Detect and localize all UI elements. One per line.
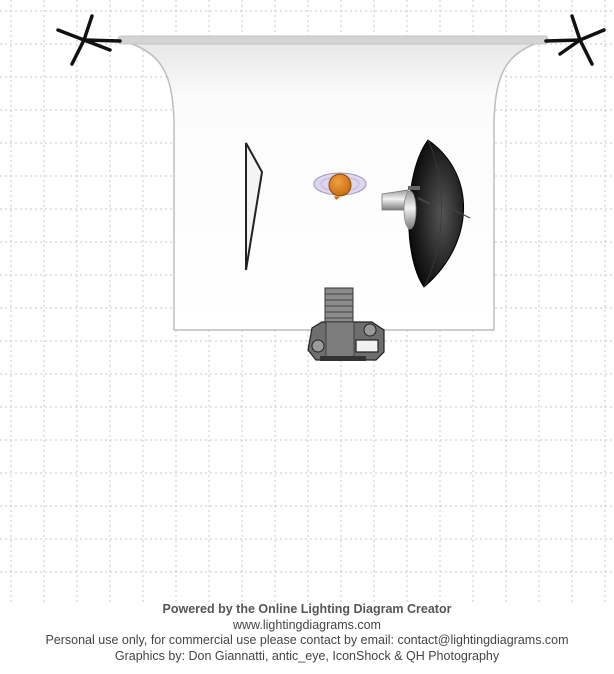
subject-head	[328, 173, 352, 197]
lighting-diagram	[0, 0, 614, 602]
backdrop-roll	[117, 35, 549, 45]
camera-icon	[307, 287, 385, 361]
strobe-head-icon	[381, 186, 431, 230]
credits-website[interactable]: www.lightingdiagrams.com	[233, 617, 381, 632]
credits-graphics: Graphics by: Don Giannatti, antic_eye, I…	[114, 648, 500, 663]
background-stand-right[interactable]	[544, 14, 606, 66]
credits: Powered by the Online Lighting Diagram C…	[0, 602, 614, 664]
subject[interactable]	[313, 172, 367, 200]
camera[interactable]	[307, 287, 385, 361]
credits-title: Powered by the Online Lighting Diagram C…	[162, 602, 452, 616]
credits-usage-note: Personal use only, for commercial use pl…	[45, 633, 569, 647]
background-stand-left[interactable]	[56, 14, 122, 66]
light-stand-icon	[56, 14, 122, 66]
reflector-panel[interactable]	[245, 142, 264, 271]
umbrella-icon	[408, 139, 471, 288]
light-stand-icon	[544, 14, 606, 66]
strobe-with-umbrella[interactable]	[381, 139, 471, 288]
